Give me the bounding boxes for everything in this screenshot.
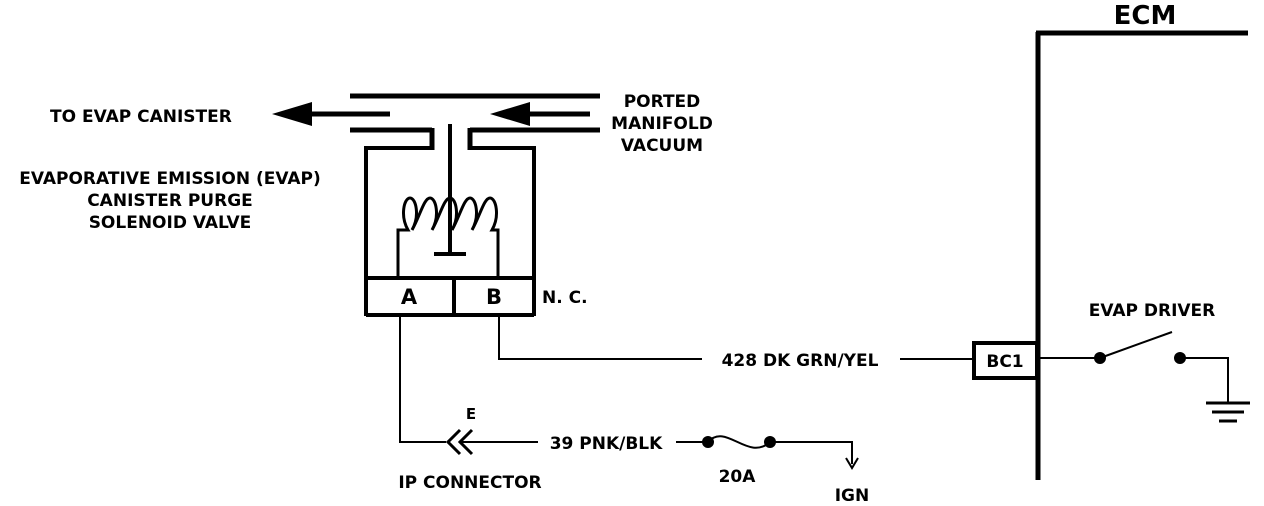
connector-e-label: E (466, 405, 476, 423)
solenoid-label-line3: SOLENOID VALVE (89, 213, 252, 233)
vacuum-pipes (350, 93, 600, 150)
normally-closed-label: N. C. (542, 288, 588, 308)
plunger (434, 124, 466, 256)
terminal-b-label: B (486, 285, 502, 309)
wire-428 (498, 315, 974, 360)
bc1-label: BC1 (986, 352, 1023, 372)
wire-39-left (399, 315, 446, 443)
coil-icon (396, 196, 500, 278)
ip-connector-label: IP CONNECTOR (398, 473, 541, 493)
ign-arrow-icon (845, 457, 859, 470)
inlet-arrow-icon (490, 102, 590, 126)
solenoid-label-line2: CANISTER PURGE (87, 191, 253, 211)
evap-driver-switch-icon (1040, 331, 1229, 402)
ported-label-line3: VACUUM (621, 136, 703, 156)
fuse-rating-label: 20A (719, 467, 757, 487)
to-evap-canister-label: TO EVAP CANISTER (50, 107, 232, 127)
terminal-a-label: A (401, 285, 418, 309)
wire-428-label: 428 DK GRN/YEL (722, 351, 879, 371)
wire-39-label: 39 PNK/BLK (550, 434, 663, 454)
evap-driver-label: EVAP DRIVER (1089, 301, 1216, 321)
ported-label-line1: PORTED (624, 92, 701, 112)
ecm-label: ECM (1114, 1, 1177, 31)
bc1-terminal-box (972, 341, 1039, 380)
solenoid-label-line1: EVAPORATIVE EMISSION (EVAP) (19, 169, 321, 189)
ported-label-line2: MANIFOLD (611, 114, 713, 134)
fuse-icon (702, 435, 853, 464)
ecm-outline (1035, 30, 1248, 480)
ign-label: IGN (835, 486, 870, 506)
outlet-arrow-icon (272, 102, 390, 126)
ip-connector-icon (445, 428, 538, 456)
ground-icon (1206, 401, 1250, 423)
solenoid-valve-body (364, 146, 536, 317)
